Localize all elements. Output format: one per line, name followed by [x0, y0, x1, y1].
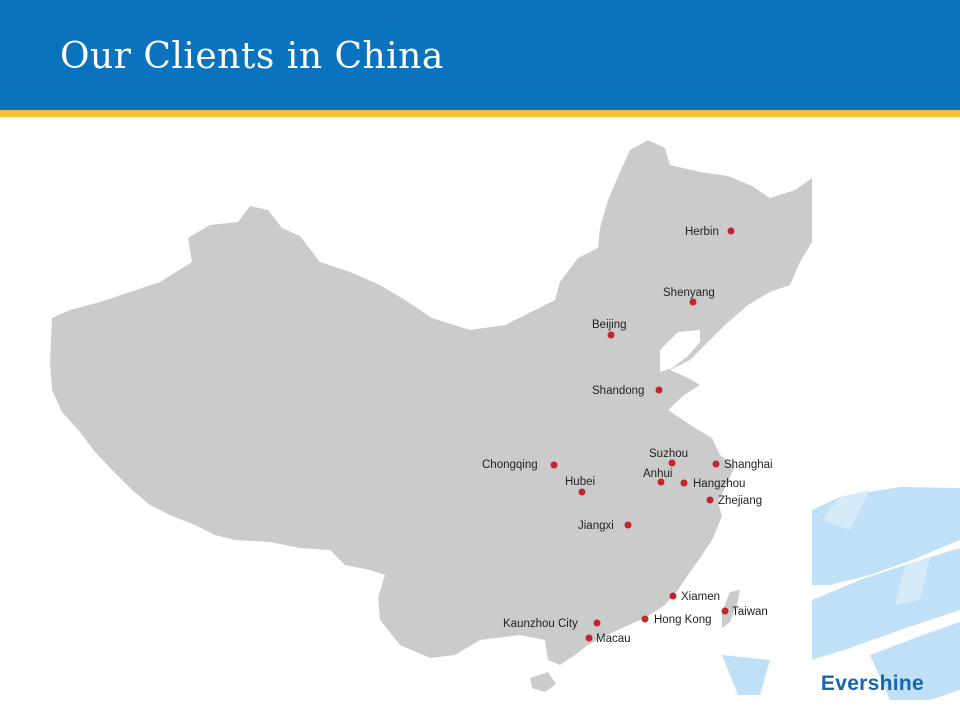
city-marker-zhejiang [706, 496, 714, 504]
city-marker-shanghai [712, 460, 720, 468]
city-label-jiangxi: Jiangxi [578, 520, 614, 532]
city-label-shanghai: Shanghai [724, 459, 773, 471]
city-label-suzhou: Suzhou [649, 448, 688, 460]
city-marker-shandong [655, 386, 663, 394]
city-label-taiwan: Taiwan [732, 606, 768, 618]
city-marker-xiamen [669, 592, 677, 600]
city-marker-suzhou [668, 459, 676, 467]
city-marker-taiwan [721, 607, 729, 615]
city-marker-hubei [578, 488, 586, 496]
hainan-island [530, 672, 556, 692]
city-label-beijing: Beijing [592, 319, 627, 331]
china-map-outline [50, 140, 812, 665]
city-label-herbin: Herbin [685, 226, 719, 238]
city-label-hubei: Hubei [565, 476, 595, 488]
city-marker-hong-kong [641, 615, 649, 623]
city-label-hangzhou: Hangzhou [693, 478, 745, 490]
slide-header [0, 0, 960, 110]
taiwan-island [722, 590, 740, 628]
china-map: Herbin Shenyang Beijing Shandong Suzhou … [0, 117, 960, 720]
city-marker-herbin [727, 227, 735, 235]
city-label-xiamen: Xiamen [681, 591, 720, 603]
city-label-chongqing: Chongqing [482, 459, 538, 471]
city-label-anhui: Anhui [643, 468, 672, 480]
city-marker-beijing [607, 331, 615, 339]
city-markers: Herbin Shenyang Beijing Shandong Suzhou … [482, 226, 773, 645]
slide-title: Our Clients in China [60, 36, 444, 77]
city-marker-chongqing [550, 461, 558, 469]
city-label-kaunzhou-city: Kaunzhou City [503, 618, 578, 630]
city-marker-kaunzhou-city [593, 619, 601, 627]
city-label-macau: Macau [596, 633, 631, 645]
bohai-bay [660, 330, 700, 372]
city-marker-hangzhou [680, 479, 688, 487]
city-marker-anhui [657, 478, 665, 486]
brand-logo-text: Evershine [820, 672, 924, 695]
header-accent-stripe [0, 110, 960, 117]
city-marker-shenyang [689, 298, 697, 306]
city-marker-jiangxi [624, 521, 632, 529]
city-marker-macau [585, 634, 593, 642]
city-label-shenyang: Shenyang [663, 287, 715, 299]
city-label-zhejiang: Zhejiang [718, 495, 762, 507]
city-label-hong-kong: Hong Kong [654, 614, 712, 626]
city-label-shandong: Shandong [592, 385, 644, 397]
